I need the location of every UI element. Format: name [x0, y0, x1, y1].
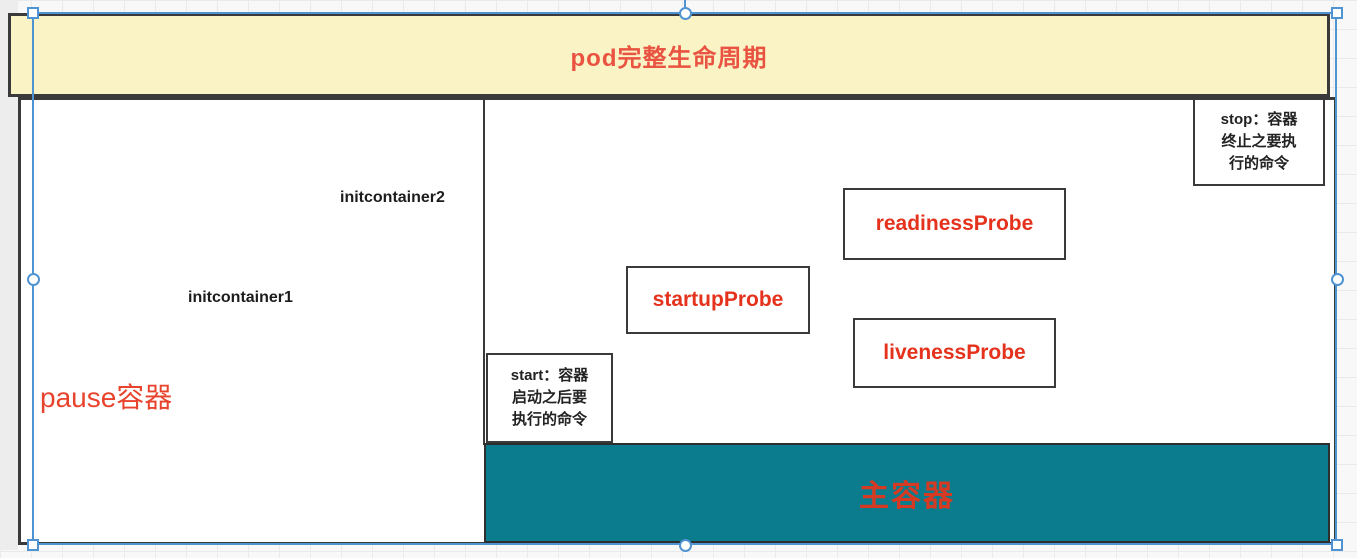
resize-handle-top-middle[interactable]	[679, 7, 692, 20]
pod-lifecycle-title-bar[interactable]: pod完整生命周期	[8, 13, 1330, 97]
startup-probe-box[interactable]: startupProbe	[626, 266, 810, 334]
readiness-probe-box[interactable]: readinessProbe	[843, 188, 1066, 260]
resize-handle-top-left[interactable]	[27, 7, 39, 19]
stop-hook-line1: stop：容器	[1220, 111, 1298, 128]
resize-handle-middle-right[interactable]	[1331, 273, 1344, 286]
start-hook-line1: start：容器	[510, 367, 589, 384]
resize-handle-bottom-middle[interactable]	[679, 539, 692, 552]
resize-handle-bottom-right[interactable]	[1331, 539, 1343, 551]
label-initcontainer1[interactable]: initcontainer1	[188, 289, 293, 306]
main-container-label: 主容器	[859, 480, 955, 513]
start-hook-box[interactable]: start：容器 启动之后要 执行的命令	[486, 353, 613, 443]
label-initcontainer2[interactable]: initcontainer2	[340, 189, 445, 206]
liveness-probe-label: livenessProbe	[883, 341, 1026, 364]
resize-handle-top-right[interactable]	[1331, 7, 1343, 19]
start-hook-line3: 执行的命令	[511, 411, 587, 428]
resize-handle-bottom-left[interactable]	[27, 539, 39, 551]
start-hook-line2: 启动之后要	[511, 389, 587, 406]
canvas-left-margin	[0, 0, 18, 550]
label-pause-container[interactable]: pause容器	[40, 382, 173, 413]
stop-hook-box[interactable]: stop：容器 终止之要执 行的命令	[1193, 98, 1325, 186]
startup-probe-label: startupProbe	[652, 288, 784, 311]
stop-hook-line3: 行的命令	[1228, 155, 1289, 172]
liveness-probe-box[interactable]: livenessProbe	[853, 318, 1056, 388]
pod-lifecycle-title: pod完整生命周期	[570, 44, 768, 72]
resize-handle-middle-left[interactable]	[27, 273, 40, 286]
pane-divider-line	[483, 97, 485, 445]
main-container-bar[interactable]: 主容器	[484, 443, 1330, 543]
readiness-probe-label: readinessProbe	[875, 212, 1034, 235]
stop-hook-line2: 终止之要执	[1221, 133, 1297, 150]
